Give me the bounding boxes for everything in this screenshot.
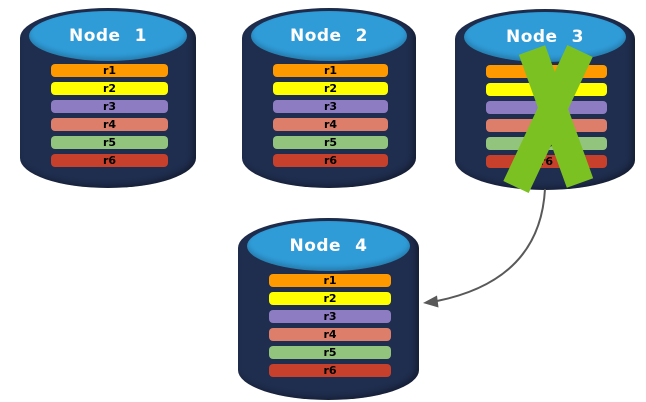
node-label: Node 4 — [289, 236, 368, 256]
cylinder-top: Node 1 — [29, 11, 187, 61]
replica-row-r5: r5 — [51, 136, 168, 149]
replica-row-r1: r1 — [269, 274, 391, 287]
replica-row-r6: r6 — [269, 364, 391, 377]
replica-row-r3: r3 — [486, 101, 607, 114]
replica-row-r2: r2 — [269, 292, 391, 305]
replica-row-r1: r1 — [486, 65, 607, 78]
replica-list: r1 r2 r3 r4 r5 r6 — [273, 64, 388, 167]
replica-list: r1 r2 r3 r4 r5 r6 — [486, 65, 607, 168]
replica-row-r3: r3 — [51, 100, 168, 113]
replica-row-r6: r6 — [486, 155, 607, 168]
node-2: Node 2 r1 r2 r3 r4 r5 r6 — [242, 8, 416, 188]
replica-row-r1: r1 — [273, 64, 388, 77]
cylinder-top: Node 4 — [247, 221, 410, 271]
replica-row-r5: r5 — [269, 346, 391, 359]
cylinder-top: Node 2 — [251, 11, 407, 61]
replica-row-r4: r4 — [51, 118, 168, 131]
node-label: Node 3 — [505, 27, 584, 47]
node-label: Node 2 — [289, 26, 368, 46]
replica-row-r2: r2 — [486, 83, 607, 96]
replica-list: r1 r2 r3 r4 r5 r6 — [51, 64, 168, 167]
replica-row-r4: r4 — [269, 328, 391, 341]
node-1: Node 1 r1 r2 r3 r4 r5 r6 — [20, 8, 196, 188]
replica-row-r5: r5 — [486, 137, 607, 150]
replica-row-r2: r2 — [273, 82, 388, 95]
replica-row-r5: r5 — [273, 136, 388, 149]
replica-row-r4: r4 — [273, 118, 388, 131]
replica-row-r3: r3 — [273, 100, 388, 113]
replica-row-r6: r6 — [51, 154, 168, 167]
replica-row-r1: r1 — [51, 64, 168, 77]
replica-row-r2: r2 — [51, 82, 168, 95]
replica-row-r6: r6 — [273, 154, 388, 167]
arrow-head-icon — [423, 295, 439, 308]
cylinder-top: Node 3 — [464, 12, 626, 62]
replica-row-r4: r4 — [486, 119, 607, 132]
node-4: Node 4 r1 r2 r3 r4 r5 r6 — [238, 218, 419, 400]
node-label: Node 1 — [68, 26, 147, 46]
node-3: Node 3 r1 r2 r3 r4 r5 r6 — [455, 9, 635, 190]
replica-row-r3: r3 — [269, 310, 391, 323]
replica-list: r1 r2 r3 r4 r5 r6 — [269, 274, 391, 377]
failover-arrow — [436, 188, 546, 302]
